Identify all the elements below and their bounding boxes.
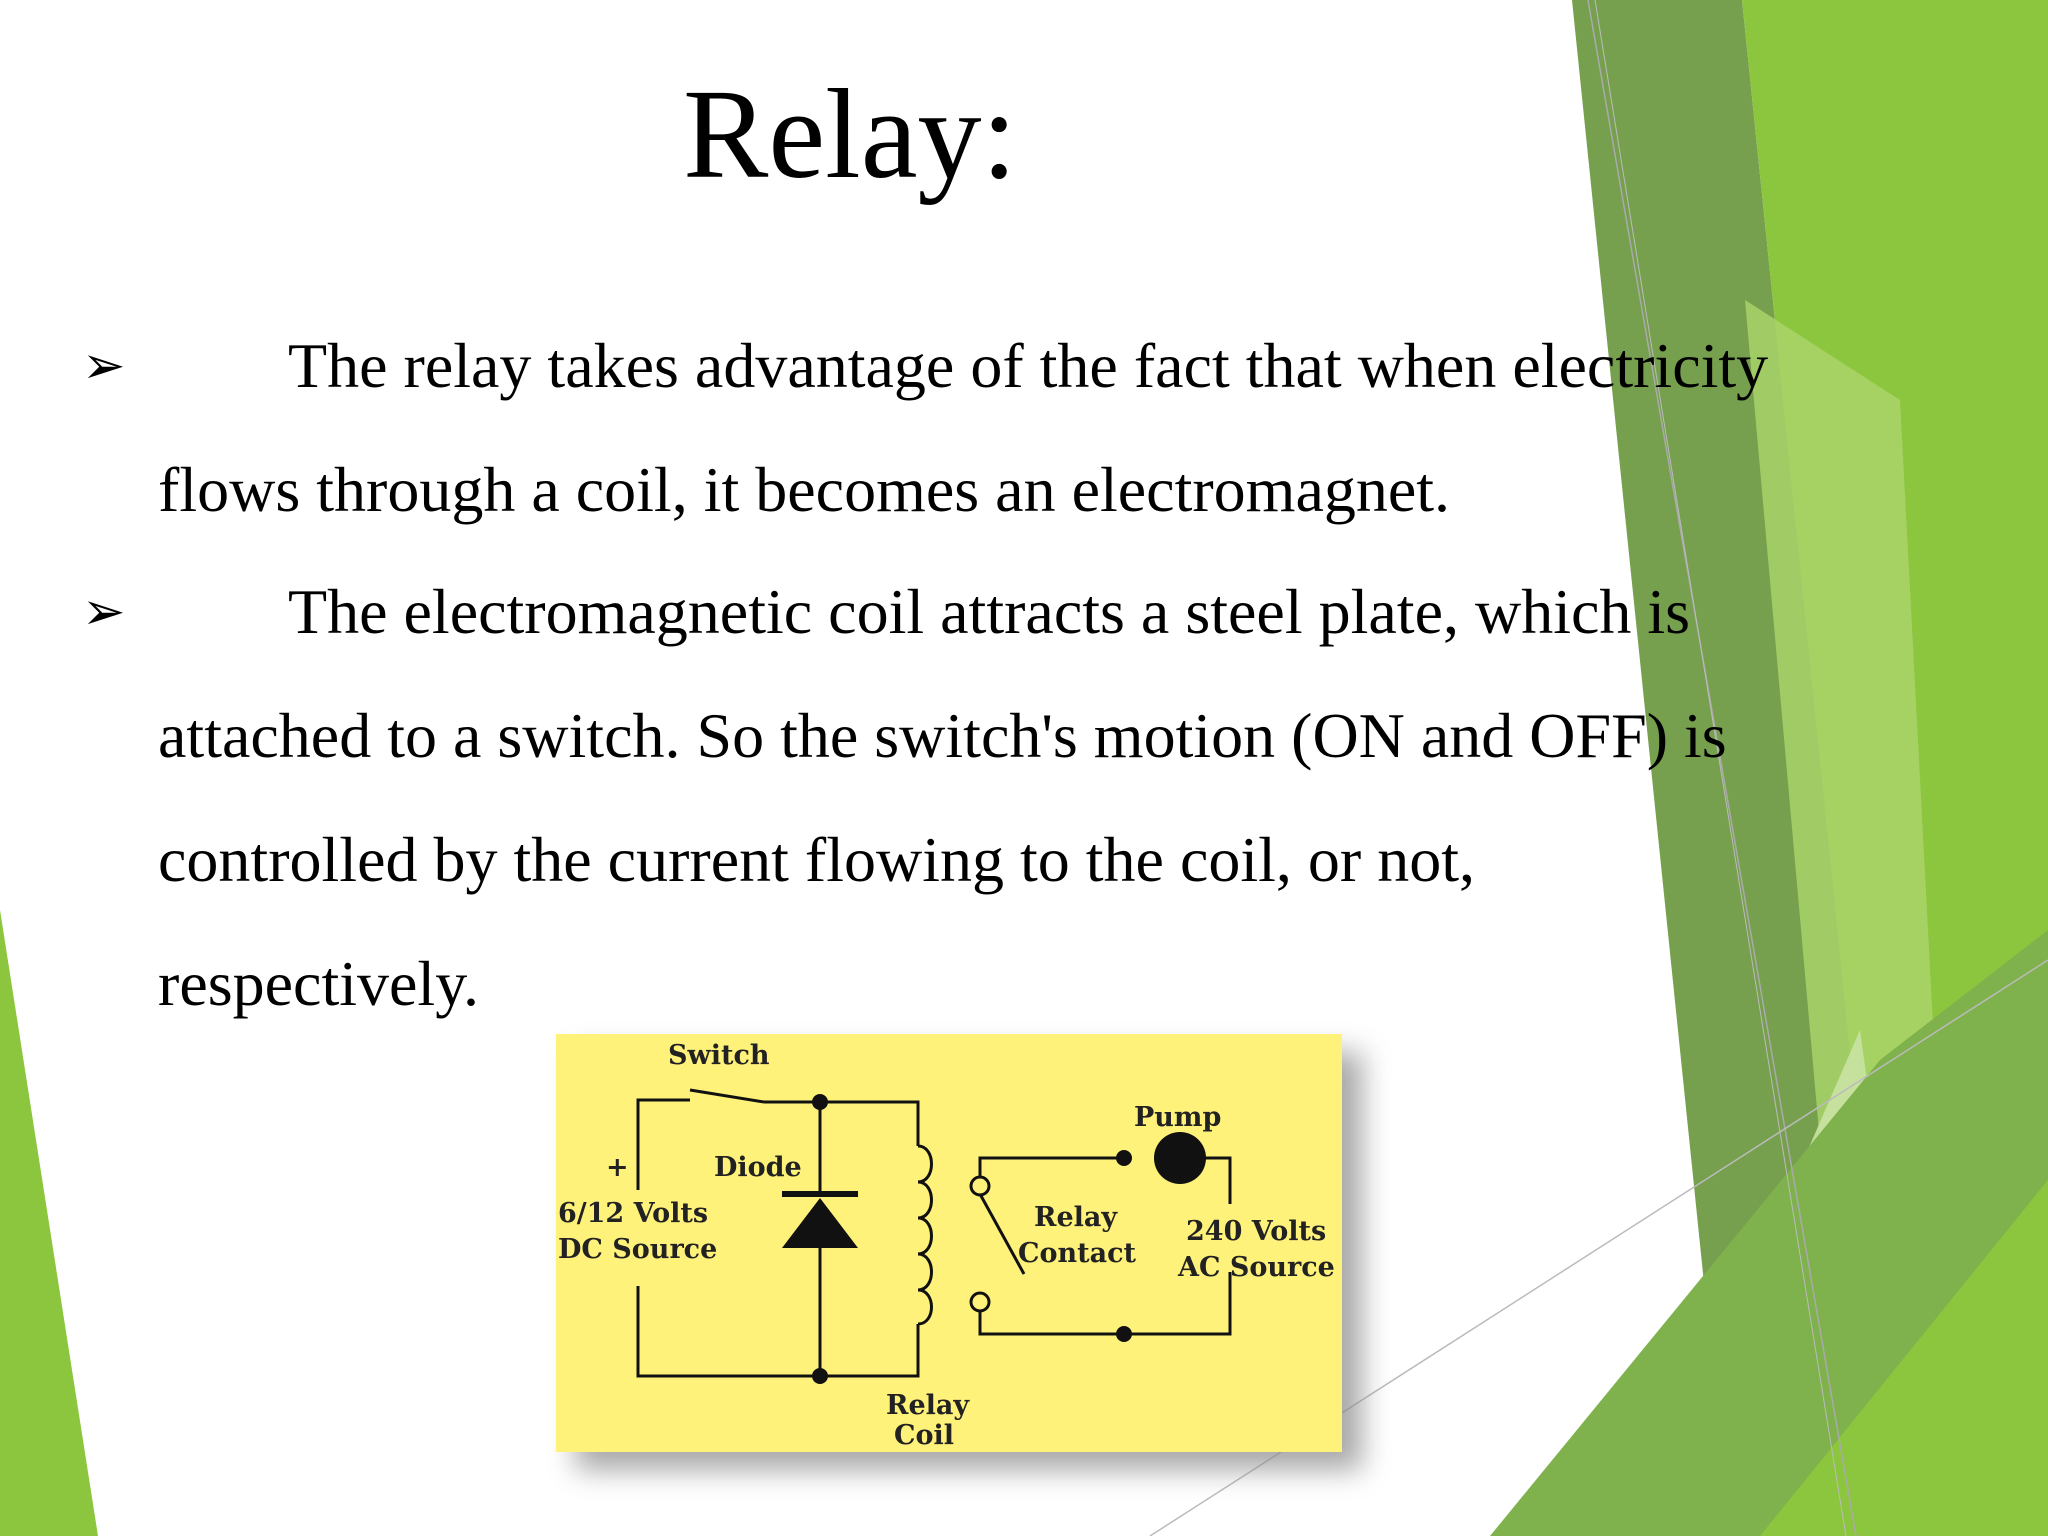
contact-terminal-top — [969, 1175, 991, 1197]
coil-wire-top — [820, 1100, 920, 1146]
junction-dot — [812, 1368, 828, 1384]
ac-wire-right-bottom — [1124, 1272, 1232, 1336]
bottom-right-facet-bright — [1760, 1180, 2048, 1536]
pump-motor-icon — [1154, 1132, 1206, 1184]
thin-line-1 — [1587, 0, 1857, 1536]
dc-wire-bottom — [636, 1286, 820, 1378]
relay-circuit-diagram: Switch + Diode 6/12 Volts DC Source Pump… — [556, 1034, 1342, 1452]
bullet-arrow-icon: ➢ — [82, 582, 126, 642]
switch-blade — [689, 1088, 765, 1104]
slide-title: Relay: — [682, 63, 1018, 205]
bullet-2-line-1: The electromagnetic coil attracts a stee… — [288, 576, 1691, 647]
relay-coil-winding — [917, 1144, 933, 1326]
circuit-svg: Switch + Diode 6/12 Volts DC Source Pump… — [558, 1040, 1335, 1451]
plus-label: + — [606, 1152, 629, 1183]
coil-wire-bottom — [820, 1324, 920, 1378]
relay-contact-label-2: Contact — [1018, 1238, 1137, 1269]
dc-source-label-1: 6/12 Volts — [558, 1198, 708, 1229]
dc-source-label-2: DC Source — [558, 1234, 717, 1265]
ac-source-label-2: AC Source — [1177, 1252, 1335, 1283]
relay-contact-arm — [978, 1193, 1026, 1275]
bullet-1-line-1: The relay takes advantage of the fact th… — [288, 330, 1769, 401]
junction-dot — [812, 1094, 828, 1110]
bullet-arrow-icon: ➢ — [82, 336, 126, 396]
left-facet — [0, 910, 98, 1536]
bullet-1-line-2: flows through a coil, it becomes an elec… — [158, 454, 1451, 525]
junction-dot — [1116, 1150, 1132, 1166]
diode-symbol — [782, 1198, 858, 1248]
bullet-2-line-2: attached to a switch. So the switch's mo… — [158, 700, 1727, 771]
contact-wire-top — [978, 1156, 1124, 1180]
ac-source-label-1: 240 Volts — [1186, 1216, 1326, 1247]
pump-label: Pump — [1134, 1102, 1221, 1133]
thin-line-2 — [1594, 0, 1847, 1536]
bullet-2-line-3: controlled by the current flowing to the… — [158, 824, 1475, 895]
bullet-2-line-4: respectively. — [158, 948, 480, 1019]
contact-wire-bottom — [978, 1306, 1124, 1336]
diode-label: Diode — [714, 1152, 802, 1183]
relay-contact-label-1: Relay — [1034, 1202, 1118, 1233]
contact-terminal-bottom — [969, 1291, 991, 1313]
relay-coil-label-2: Coil — [894, 1420, 954, 1451]
junction-dot — [1116, 1326, 1132, 1342]
switch-label: Switch — [668, 1040, 770, 1071]
relay-coil-label-1: Relay — [886, 1390, 970, 1421]
relay-circuit-figure: Switch + Diode 6/12 Volts DC Source Pump… — [556, 1034, 1362, 1470]
dc-wire-top — [636, 1098, 690, 1190]
